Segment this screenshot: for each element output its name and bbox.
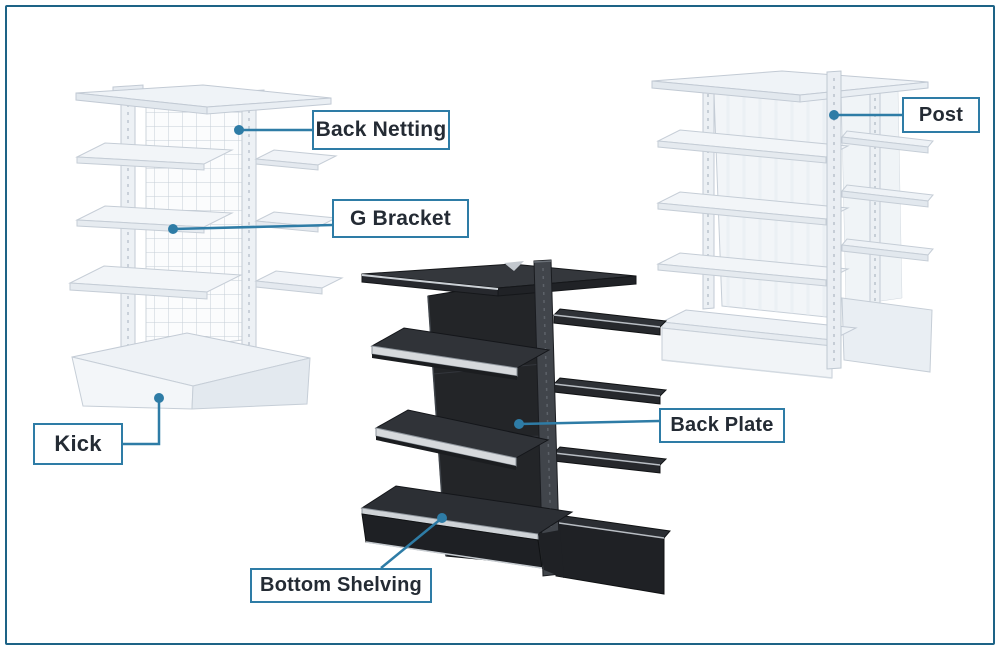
- leader-dot-back-netting: [234, 125, 244, 135]
- black-canopy: [361, 261, 637, 297]
- leader-lines: [123, 113, 902, 569]
- label-post: Post: [902, 97, 980, 133]
- leader-line-bottom-shelving: [380, 517, 443, 569]
- label-bottom-shelving: Bottom Shelving: [250, 568, 432, 603]
- leader-dot-back-plate: [514, 419, 524, 429]
- left-unit-canopy: [75, 84, 332, 115]
- leader-dot-bottom-shelving: [437, 513, 447, 523]
- black-left-shelves: [370, 327, 551, 470]
- white-gondola-left: [68, 84, 344, 410]
- leader-dot-kick: [154, 393, 164, 403]
- leader-dots: [154, 110, 839, 523]
- label-back-netting: Back Netting: [312, 110, 450, 150]
- leader-dot-post: [829, 110, 839, 120]
- leader-line-back-plate: [518, 419, 660, 426]
- right-unit-base: [660, 309, 858, 379]
- label-back-plate: Back Plate: [659, 408, 785, 443]
- leader-line-g-bracket: [172, 223, 333, 231]
- black-gondola: [360, 259, 671, 595]
- right-unit-right-shelves: [841, 130, 934, 373]
- leader-dot-g-bracket: [168, 224, 178, 234]
- left-unit-kick-base: [71, 332, 311, 410]
- right-unit-center-post: [826, 70, 842, 370]
- black-right-shelves: [551, 308, 671, 595]
- black-bottom-shelving: [360, 485, 574, 578]
- white-gondola-right: [651, 70, 934, 379]
- label-g-bracket: G Bracket: [332, 199, 469, 238]
- label-kick: Kick: [33, 423, 123, 465]
- leader-line-kick: [123, 398, 161, 446]
- right-unit-left-shelves: [656, 129, 850, 287]
- left-unit-right-shelves: [254, 149, 344, 295]
